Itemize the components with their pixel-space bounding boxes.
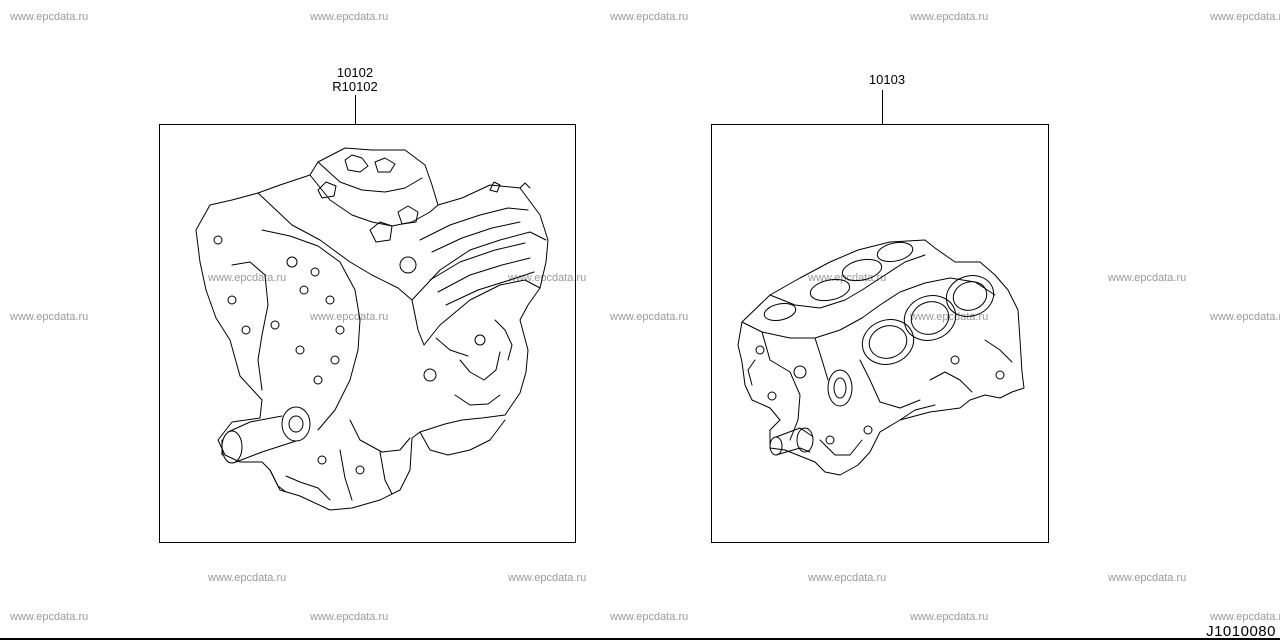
- leader-line: [355, 95, 356, 125]
- part-number-label[interactable]: 10102 R10102: [305, 66, 405, 94]
- watermark: www.epcdata.ru: [1210, 11, 1280, 23]
- watermark: www.epcdata.ru: [1108, 572, 1187, 584]
- watermark: www.epcdata.ru: [10, 611, 89, 623]
- watermark: www.epcdata.ru: [808, 272, 887, 284]
- cylinder-block-frame[interactable]: [711, 124, 1049, 543]
- part-number[interactable]: 10102: [336, 65, 374, 80]
- watermark: www.epcdata.ru: [610, 311, 689, 323]
- watermark: www.epcdata.ru: [808, 572, 887, 584]
- leader-line: [882, 90, 883, 125]
- part-number-label[interactable]: 10103: [837, 73, 937, 87]
- part-number-alt[interactable]: R10102: [332, 79, 378, 94]
- watermark: www.epcdata.ru: [910, 11, 989, 23]
- engine-assembly-icon: [195, 147, 549, 511]
- watermark: www.epcdata.ru: [508, 572, 587, 584]
- watermark: www.epcdata.ru: [310, 611, 389, 623]
- watermark: www.epcdata.ru: [208, 572, 287, 584]
- engine-assembly-frame[interactable]: [159, 124, 576, 543]
- bottom-rule: [0, 638, 1280, 640]
- watermark: www.epcdata.ru: [610, 11, 689, 23]
- watermark: www.epcdata.ru: [610, 611, 689, 623]
- cylinder-block-icon: [737, 239, 1025, 476]
- watermark: www.epcdata.ru: [310, 11, 389, 23]
- watermark: www.epcdata.ru: [1108, 272, 1187, 284]
- diagram-id: J1010080: [1206, 623, 1276, 640]
- watermark: www.epcdata.ru: [10, 11, 89, 23]
- watermark: www.epcdata.ru: [1210, 311, 1280, 323]
- watermark: www.epcdata.ru: [1210, 611, 1280, 623]
- watermark: www.epcdata.ru: [910, 611, 989, 623]
- watermark: www.epcdata.ru: [10, 311, 89, 323]
- part-number[interactable]: 10103: [868, 72, 906, 87]
- watermark: www.epcdata.ru: [310, 311, 389, 323]
- watermark: www.epcdata.ru: [208, 272, 287, 284]
